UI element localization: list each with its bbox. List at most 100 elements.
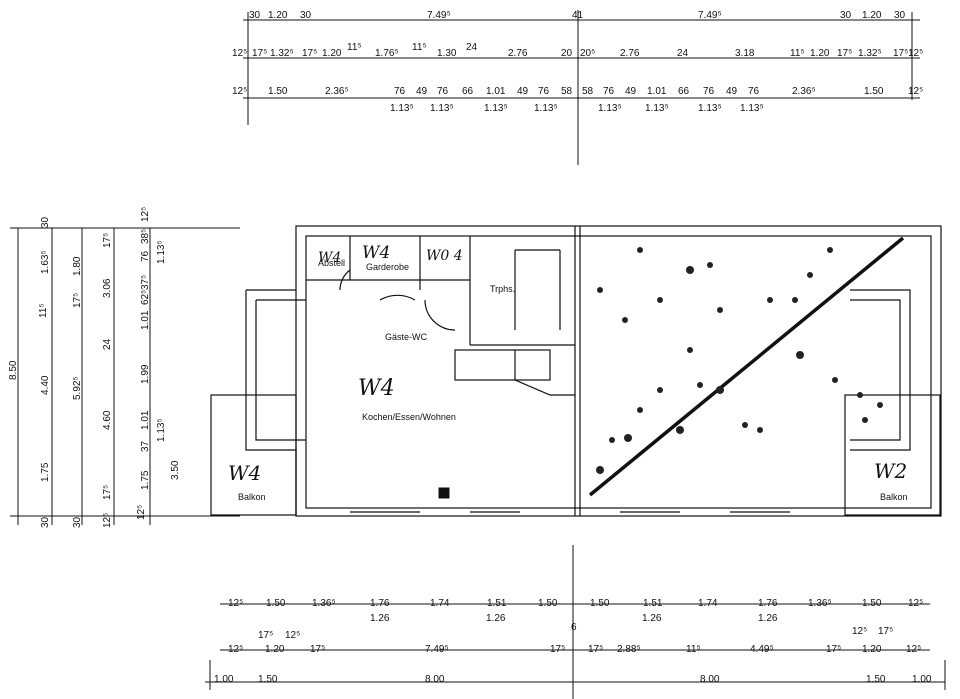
- dim-top-r2-2: 1.32⁵: [270, 48, 294, 59]
- dim-bot-r3-3: 8.00: [700, 674, 720, 685]
- dim-left-c5-7: 1.99: [140, 364, 151, 384]
- walls: [210, 225, 942, 517]
- dim-top-r1-3: 7.49⁵: [427, 10, 451, 21]
- dim-top-r2-20: 17⁵: [893, 48, 908, 59]
- dim-top-r3-1: 1.50: [268, 86, 288, 97]
- dim-bot-r2-11: 4.49⁵: [750, 644, 774, 655]
- dim-top-r3-7: 1.01: [486, 86, 506, 97]
- room-balkon-left: Balkon: [238, 492, 266, 502]
- dim-left-c5-2: 38⁵: [140, 229, 151, 244]
- room-treppenhaus: Trphs.: [490, 284, 515, 294]
- floor-drain-symbol: [438, 487, 450, 499]
- dim-top-r3-18: 76: [748, 86, 760, 97]
- dim-left-c2-4: 30: [40, 516, 51, 528]
- dim-top-r3-sub-3: 1.13⁵: [534, 103, 558, 114]
- dim-left-c5-13: 3.50: [170, 460, 181, 480]
- dim-top-r3-sub-4: 1.13⁵: [598, 103, 622, 114]
- handwritten-annotations: W4 W4 W0 4 W4 W4 W2: [228, 243, 907, 485]
- left-dimensions: 8.50 11⁵ 1.63⁵ 4.40 1.75 30 30 1.80 17⁵ …: [8, 207, 181, 528]
- dim-top-r2-19: 1.32⁵: [858, 48, 882, 59]
- dim-top-r1-1: 1.20: [268, 10, 288, 21]
- dim-bot-r2-7: 6: [571, 622, 577, 633]
- dim-left-outer-0: 8.50: [8, 360, 19, 380]
- dim-top-r3-11: 58: [582, 86, 594, 97]
- dim-bot-r3-0: 1.00: [214, 674, 234, 685]
- room-abstell: Abstell: [318, 258, 345, 268]
- stain-marks: [596, 247, 883, 474]
- dim-left-c2-5: 30: [40, 216, 51, 228]
- dim-bot-r1-sub-1: 1.26: [486, 613, 506, 624]
- dim-top-r2-17: 1.20: [810, 48, 830, 59]
- dim-top-r2-8: 1.30: [437, 48, 457, 59]
- top-dimension-lines: [243, 10, 920, 165]
- dim-bot-r2-9: 2.88⁵: [617, 644, 641, 655]
- dim-top-r2-18: 17⁵: [837, 48, 852, 59]
- dim-left-c5-6: 1.01: [140, 310, 151, 330]
- top-dimensions: 30 1.20 30 7.49⁵ 41 7.49⁵ 30 1.20 30 12⁵…: [232, 10, 923, 114]
- dim-left-c3-0: 1.80: [72, 256, 83, 276]
- dim-bot-r2-14: 17⁵: [878, 626, 893, 637]
- dim-bot-r1-10: 1.76: [758, 598, 778, 609]
- dim-bot-r2-12: 17⁵: [826, 644, 841, 655]
- dim-top-r2-10: 2.76: [508, 48, 528, 59]
- dim-bot-r2-15: 1.20: [862, 644, 882, 655]
- dim-bot-r2-4: 17⁵: [310, 644, 325, 655]
- dim-top-r2-9: 24: [466, 42, 478, 53]
- dim-top-r3-4: 49: [416, 86, 428, 97]
- bottom-dimension-lines: [205, 545, 946, 699]
- dim-bot-r3-1: 1.50: [258, 674, 278, 685]
- dim-bot-r1-4: 1.74: [430, 598, 450, 609]
- dim-bot-r1-sub-2: 1.26: [642, 613, 662, 624]
- dim-bot-r2-1: 17⁵: [258, 630, 273, 641]
- diagonal-strike-line: [588, 236, 905, 497]
- dim-left-c4-3: 4.60: [102, 410, 113, 430]
- dim-bot-r3-2: 8.00: [425, 674, 445, 685]
- dim-left-c4-5: 12⁵: [102, 513, 113, 528]
- dim-top-r2-13: 2.76: [620, 48, 640, 59]
- dim-bot-r1-13: 12⁵: [908, 598, 923, 609]
- dim-top-r2-16: 11⁵: [790, 48, 805, 59]
- dim-bot-r2-10: 11⁵: [686, 644, 701, 655]
- dim-top-r2-7: 11⁵: [412, 42, 427, 53]
- dim-left-c2-0: 11⁵: [38, 303, 49, 318]
- dim-left-c4-1: 3.06: [102, 278, 113, 298]
- dim-top-r3-10: 58: [561, 86, 573, 97]
- dim-left-c5-3: 37⁵: [140, 275, 151, 290]
- dim-bot-r1-9: 1.74: [698, 598, 718, 609]
- dim-top-r2-6: 1.76⁵: [375, 48, 399, 59]
- dim-top-r2-14: 24: [677, 48, 689, 59]
- dim-top-r2-12: 20⁵: [580, 48, 595, 59]
- dim-bot-r2-16: 12⁵: [906, 644, 921, 655]
- dim-top-r1-7: 1.20: [862, 10, 882, 21]
- dim-bot-r1-12: 1.50: [862, 598, 882, 609]
- dim-top-r3-6: 66: [462, 86, 474, 97]
- dim-left-c3-3: 30: [72, 516, 83, 528]
- room-gaeste-wc: Gäste-WC: [385, 332, 428, 342]
- dim-bot-r2-5: 7.49⁵: [425, 644, 449, 655]
- dim-top-r3-sub-6: 1.13⁵: [698, 103, 722, 114]
- dim-top-r1-4: 41: [572, 10, 584, 21]
- dim-bot-r2-2: 12⁵: [285, 630, 300, 641]
- hand-w4-garderobe: W4: [362, 243, 390, 263]
- dim-left-c2-1: 1.63⁵: [40, 250, 51, 274]
- dim-bot-r1-3: 1.76: [370, 598, 390, 609]
- bottom-dimensions: 12⁵ 1.50 1.36⁵ 1.76 1.74 1.51 1.50 1.50 …: [214, 598, 932, 685]
- dim-top-r3-15: 66: [678, 86, 690, 97]
- dim-bot-r3-5: 1.00: [912, 674, 932, 685]
- dim-bot-r2-0: 12⁵: [228, 644, 243, 655]
- dim-top-r1-8: 30: [894, 10, 906, 21]
- dim-bot-r1-6: 1.50: [538, 598, 558, 609]
- dim-left-c5-4: 62⁵: [140, 290, 151, 305]
- dim-bot-r2-8: 17⁵: [588, 644, 603, 655]
- dim-bot-r2-3: 1.20: [265, 644, 285, 655]
- dim-top-r2-4: 1.20: [322, 48, 342, 59]
- dim-left-c5-9: 37: [140, 440, 151, 452]
- dim-left-c5-8: 1.01: [140, 410, 151, 430]
- dim-top-r3-sub-1: 1.13⁵: [430, 103, 454, 114]
- dim-top-r2-21: 12⁵: [908, 48, 923, 59]
- dim-top-r3-21: 12⁵: [908, 86, 923, 97]
- hand-w2-balkon: W2: [874, 459, 907, 483]
- room-balkon-right: Balkon: [880, 492, 908, 502]
- dim-top-r2-15: 3.18: [735, 48, 755, 59]
- room-kochen-essen-wohnen: Kochen/Essen/Wohnen: [362, 412, 456, 422]
